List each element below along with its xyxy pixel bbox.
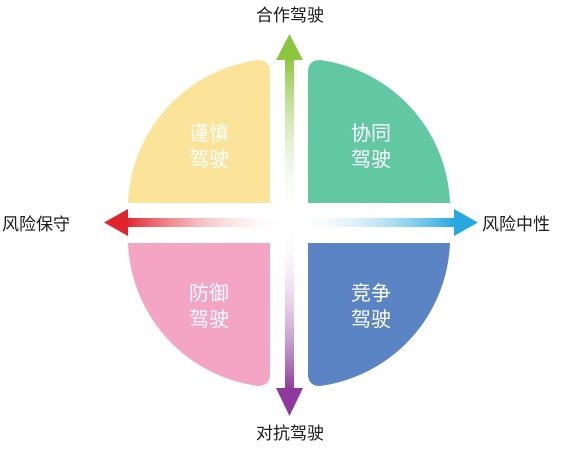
quadrant-label-bottom-left: 防御 驾驶 (164, 280, 254, 332)
arrow-left-head (104, 209, 128, 236)
quadrant-label-line: 竞争 (351, 281, 391, 305)
quadrant-label-line: 协同 (351, 121, 391, 145)
arrow-up-shaft (285, 58, 294, 222)
quadrant-label-line: 防御 (189, 281, 229, 305)
quadrant-label-bottom-right: 竞争 驾驶 (326, 280, 416, 332)
axis-label-left: 风险保守 (2, 215, 70, 235)
arrow-down-shaft (285, 224, 294, 390)
quadrant-label-line: 驾驶 (189, 147, 229, 171)
quadrant-label-line: 驾驶 (189, 307, 229, 331)
arrow-up-head (276, 34, 303, 60)
quadrant-label-line: 谨慎 (189, 121, 229, 145)
arrow-down-head (276, 388, 303, 416)
quadrant-top-left (128, 60, 270, 203)
arrow-right-shaft (290, 218, 454, 227)
quadrant-label-line: 驾驶 (351, 147, 391, 171)
quadrant-label-line: 驾驶 (351, 307, 391, 331)
quadrant-top-right (308, 60, 450, 203)
arrow-left-shaft (126, 218, 289, 227)
quadrant-label-top-right: 协同 驾驶 (326, 120, 416, 172)
arrow-right-head (454, 209, 478, 236)
axis-label-right: 风险中性 (482, 215, 550, 235)
axis-label-top: 合作驾驶 (256, 6, 324, 26)
axis-label-bottom: 对抗驾驶 (256, 424, 324, 444)
quadrant-bottom-right (308, 243, 450, 386)
quadrant-bottom-left (128, 243, 270, 386)
quadrant-label-top-left: 谨慎 驾驶 (164, 120, 254, 172)
